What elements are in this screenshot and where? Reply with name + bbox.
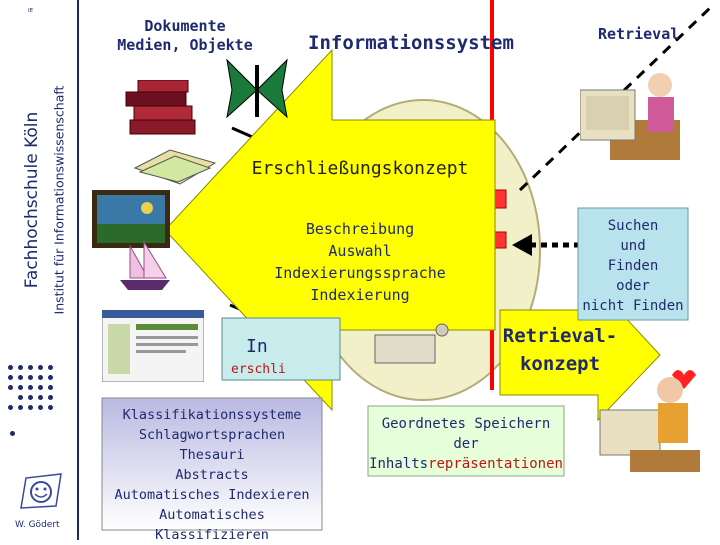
decorative-dot — [48, 375, 53, 380]
decorative-dot — [28, 395, 33, 400]
decorative-dot — [18, 395, 23, 400]
concept-title: Erschließungskonzept — [251, 158, 469, 179]
search-text-4: oder — [616, 278, 650, 294]
erschliessung-label: erschli — [231, 362, 286, 377]
step-indexierung: Indexierung — [310, 286, 410, 304]
inhalt-label: In — [246, 336, 268, 357]
search-text-1: Suchen — [607, 218, 659, 234]
decorative-dot — [38, 395, 43, 400]
inhalt-box-bg — [221, 317, 341, 381]
books-icon — [125, 80, 196, 135]
sidebar-divider — [77, 0, 79, 540]
storage-box: Geordnetes Speichern der Inhaltsrepräsen… — [368, 414, 564, 474]
decorative-dot — [38, 385, 43, 390]
decorative-dot — [10, 431, 15, 436]
decorative-dot — [48, 365, 53, 370]
decorative-dot — [8, 385, 13, 390]
retrieval-concept: Retrieval- konzept — [500, 322, 620, 378]
retrieval-heading: Retrieval — [598, 25, 680, 43]
documents-heading: Dokumente Medien, Objekte — [117, 17, 253, 54]
papers-icon — [133, 149, 217, 185]
tool-3: Thesauri — [179, 447, 245, 463]
storage-line-2: der — [453, 436, 479, 452]
yellow-concept-arrow — [164, 48, 496, 412]
ship-icon — [120, 240, 170, 290]
step-beschreibung: Beschreibung — [305, 220, 415, 238]
storage-line-1: Geordnetes Speichern — [381, 416, 551, 432]
decorative-dot — [48, 385, 53, 390]
heart-icon — [672, 370, 696, 389]
decorative-dot — [18, 365, 23, 370]
step-indexierungssprache: Indexierungssprache — [274, 264, 446, 282]
tools-box-bg — [101, 397, 323, 531]
decorative-dot — [8, 365, 13, 370]
decorative-dot — [28, 385, 33, 390]
storage-inhalts: Inhalts — [369, 456, 429, 472]
retrieval-concept-line2: konzept — [519, 353, 601, 375]
computer-user-icon — [580, 73, 680, 160]
decorative-dot — [18, 405, 23, 410]
decorative-dot — [38, 365, 43, 370]
step-auswahl: Auswahl — [328, 242, 392, 260]
search-text-2: und — [620, 238, 646, 254]
webpage-icon — [102, 310, 204, 382]
tools-box: Klassifikationssysteme Schlagwortsprache… — [102, 405, 322, 545]
author-label: W. Gödert — [15, 520, 60, 530]
decorative-dot — [48, 405, 53, 410]
decorative-dot — [38, 405, 43, 410]
tool-4: Abstracts — [175, 467, 249, 483]
search-text-5: nicht Finden — [582, 298, 684, 314]
frustrated-user-icon — [599, 377, 700, 472]
search-text-3: Finden — [607, 258, 659, 274]
information-system-heading: Informationssystem — [308, 32, 514, 54]
storage-repraesentationen: repräsentationen — [428, 456, 563, 472]
search-box: Suchen und Finden oder nicht Finden — [578, 216, 688, 316]
decorative-dot — [48, 395, 53, 400]
tool-6: Automatisches Klassifizieren — [155, 507, 269, 543]
decorative-dot — [28, 365, 33, 370]
smiley-logo-icon — [20, 473, 62, 509]
retrieval-concept-line1: Retrieval- — [502, 325, 618, 347]
decorative-dot — [28, 405, 33, 410]
butterfly-icon — [226, 58, 288, 119]
dotted-arrow-head — [512, 234, 532, 256]
painting-icon — [92, 190, 170, 248]
decorative-dot — [38, 375, 43, 380]
decorative-dot — [28, 375, 33, 380]
decorative-dot — [8, 375, 13, 380]
sidebar: ᴵᴱ Fachhochschule Köln Institut für Info… — [0, 0, 88, 540]
storage-box-bg — [367, 405, 565, 477]
tool-1: Klassifikationssysteme — [122, 407, 302, 423]
tool-2: Schlagwortsprachen — [138, 427, 286, 443]
concept-steps: Beschreibung Auswahl Indexierungssprache… — [250, 218, 470, 306]
decorative-dot — [18, 375, 23, 380]
search-box-bg — [577, 207, 689, 321]
decorative-dot — [8, 405, 13, 410]
storage-line-3: Inhaltsrepräsentationen — [368, 454, 564, 474]
corner-mark: ᴵᴱ — [28, 8, 34, 18]
keyboard-mouse-icon — [374, 323, 449, 364]
decorative-dot — [18, 385, 23, 390]
tool-5: Automatisches Indexieren — [114, 487, 310, 503]
